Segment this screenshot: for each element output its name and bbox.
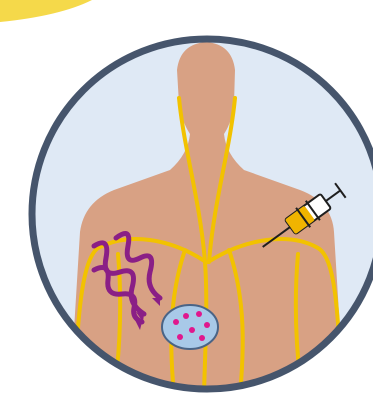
corner-accent (0, 0, 92, 22)
cell-with-particles-icon (162, 305, 218, 349)
